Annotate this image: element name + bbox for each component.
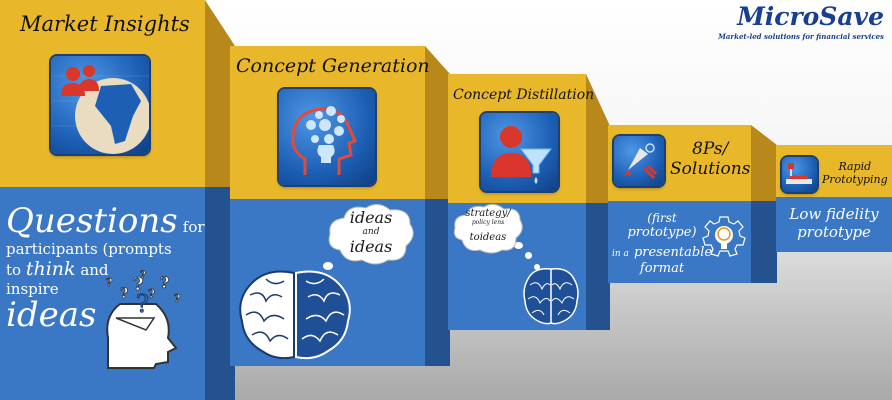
svg-text:?: ?: [106, 276, 112, 289]
question-head-icon: ?? ?? ?? ? ?: [106, 270, 181, 369]
svg-text:?: ?: [133, 274, 144, 295]
stage-4-side: [751, 125, 777, 283]
svg-text:?: ?: [136, 290, 149, 318]
stage-1-bottom: [0, 187, 205, 400]
stage-1-side: [205, 0, 235, 400]
svg-text:?: ?: [160, 273, 169, 292]
questions-text: Questions: [6, 201, 178, 241]
strategy-cloud: [453, 203, 523, 254]
thought-bubble-dot: [525, 252, 532, 259]
thought-bubble-dot: [534, 264, 540, 270]
rocket-tools-icon: [614, 136, 664, 186]
head-lightbulb-gears-icon: [279, 89, 375, 185]
svg-text:?: ?: [140, 270, 146, 281]
3d-printer-icon: [782, 157, 817, 192]
brand-name: MicroSave: [737, 2, 884, 31]
person-funnel-icon: [481, 113, 558, 191]
brain-icon: [239, 270, 351, 360]
stage-2-side: [425, 46, 450, 366]
small-brain-icon: [523, 267, 579, 325]
stage-4-title: 8Ps/ Solutions: [670, 139, 751, 179]
thought-bubble-dot: [514, 242, 523, 249]
stage-5-body: Low fidelity prototype: [789, 205, 879, 241]
brand-tagline: Market-led solutions for financial servi…: [718, 32, 884, 41]
svg-text:?: ?: [148, 287, 155, 301]
strategy-cloud-text: strategy/ policy lens toideas: [465, 208, 511, 243]
ideas-text: ideas: [6, 295, 97, 335]
svg-text:?: ?: [120, 286, 128, 302]
people-africa-map-icon: [51, 56, 149, 154]
gear-lightbulb-icon: [702, 216, 746, 257]
stage-3-side: [586, 74, 610, 330]
stage-1-body: Questions for participants (prompts to t…: [6, 201, 205, 335]
stage-5-title: Rapid Prototyping: [822, 160, 888, 187]
stage-4-body: (first prototype) in a presentable forma…: [611, 211, 713, 276]
thought-bubble-dot: [323, 262, 333, 270]
idea-cloud: [328, 204, 414, 265]
stage-3-title: Concept Distillation: [453, 87, 595, 103]
brand-logo: MicroSave Market-led solutions for finan…: [718, 4, 884, 41]
idea-cloud-text: ideas and ideas: [349, 208, 393, 256]
stage-1-title: Market Insights: [20, 12, 190, 36]
svg-text:?: ?: [174, 292, 180, 305]
stage-2-title: Concept Generation: [236, 55, 430, 77]
stage-5-bottom: [776, 197, 892, 252]
